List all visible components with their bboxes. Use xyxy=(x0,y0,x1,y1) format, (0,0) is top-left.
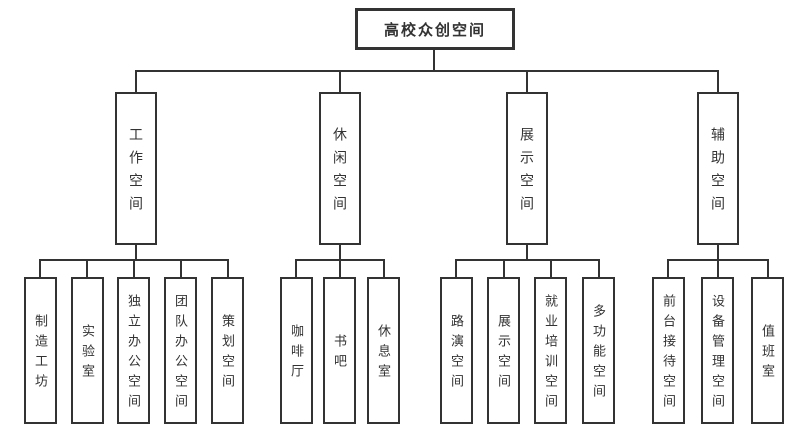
connector-line xyxy=(526,70,528,92)
connector-line xyxy=(598,259,600,277)
node-label: 独立办公空间 xyxy=(126,294,141,414)
connector-line xyxy=(339,70,341,92)
node-label: 前台接待空间 xyxy=(661,294,676,414)
connector-line xyxy=(135,245,137,261)
connector-line xyxy=(227,259,229,277)
connector-line xyxy=(339,259,341,277)
node-label: 休息室 xyxy=(376,324,391,384)
node-leaf-independent-office-space: 独立办公空间 xyxy=(117,277,150,424)
node-label: 展示空间 xyxy=(519,127,535,219)
node-label: 制造工坊 xyxy=(33,314,48,394)
connector-line xyxy=(717,70,719,92)
connector-line xyxy=(383,259,385,277)
node-label: 策划空间 xyxy=(220,314,235,394)
node-category-auxiliary-space: 辅助空间 xyxy=(697,92,739,245)
connector-line xyxy=(433,50,435,72)
node-leaf-reception-space: 前台接待空间 xyxy=(652,277,685,424)
connector-line xyxy=(550,259,552,277)
node-label: 团队办公空间 xyxy=(173,294,188,414)
node-leaf-employment-training-space: 就业培训空间 xyxy=(534,277,567,424)
node-leaf-lounge: 休息室 xyxy=(367,277,400,424)
node-leaf-team-office-space: 团队办公空间 xyxy=(164,277,197,424)
node-leaf-planning-space: 策划空间 xyxy=(211,277,244,424)
node-label: 工作空间 xyxy=(128,127,144,219)
node-label: 实验室 xyxy=(80,324,95,384)
node-leaf-duty-room: 值班室 xyxy=(751,277,784,424)
node-label: 书吧 xyxy=(332,334,347,374)
connector-line xyxy=(526,245,528,261)
node-leaf-display-space: 展示空间 xyxy=(487,277,520,424)
node-category-leisure-space: 休闲空间 xyxy=(319,92,361,245)
node-leaf-coffee-shop: 咖啡厅 xyxy=(280,277,313,424)
node-category-exhibition-space: 展示空间 xyxy=(506,92,548,245)
connector-line xyxy=(455,259,600,261)
connector-line xyxy=(339,245,341,261)
node-label: 设备管理空间 xyxy=(710,294,725,414)
connector-line xyxy=(667,259,669,277)
node-label: 休闲空间 xyxy=(332,127,348,219)
connector-line xyxy=(767,259,769,277)
connector-line xyxy=(39,259,41,277)
connector-line xyxy=(86,259,88,277)
node-label: 展示空间 xyxy=(496,314,511,394)
connector-line xyxy=(503,259,505,277)
node-label: 路演空间 xyxy=(449,314,464,394)
node-leaf-roadshow-space: 路演空间 xyxy=(440,277,473,424)
node-label: 高校众创空间 xyxy=(383,21,486,39)
node-label: 辅助空间 xyxy=(710,127,726,219)
node-leaf-laboratory: 实验室 xyxy=(71,277,104,424)
connector-line xyxy=(717,259,719,277)
node-leaf-book-bar: 书吧 xyxy=(323,277,356,424)
connector-line xyxy=(133,259,135,277)
connector-line xyxy=(135,70,719,72)
node-label: 咖啡厅 xyxy=(289,324,304,384)
node-leaf-equipment-management-space: 设备管理空间 xyxy=(701,277,734,424)
node-leaf-manufacturing-workshop: 制造工坊 xyxy=(24,277,57,424)
node-label: 就业培训空间 xyxy=(543,294,558,414)
connector-line xyxy=(295,259,297,277)
connector-line xyxy=(135,70,137,92)
connector-line xyxy=(717,245,719,261)
node-label: 值班室 xyxy=(760,324,775,384)
node-root-university-maker-space: 高校众创空间 xyxy=(355,8,515,50)
connector-line xyxy=(180,259,182,277)
node-label: 多功能空间 xyxy=(591,304,606,404)
node-category-work-space: 工作空间 xyxy=(115,92,157,245)
node-leaf-multifunction-space: 多功能空间 xyxy=(582,277,615,424)
connector-line xyxy=(455,259,457,277)
